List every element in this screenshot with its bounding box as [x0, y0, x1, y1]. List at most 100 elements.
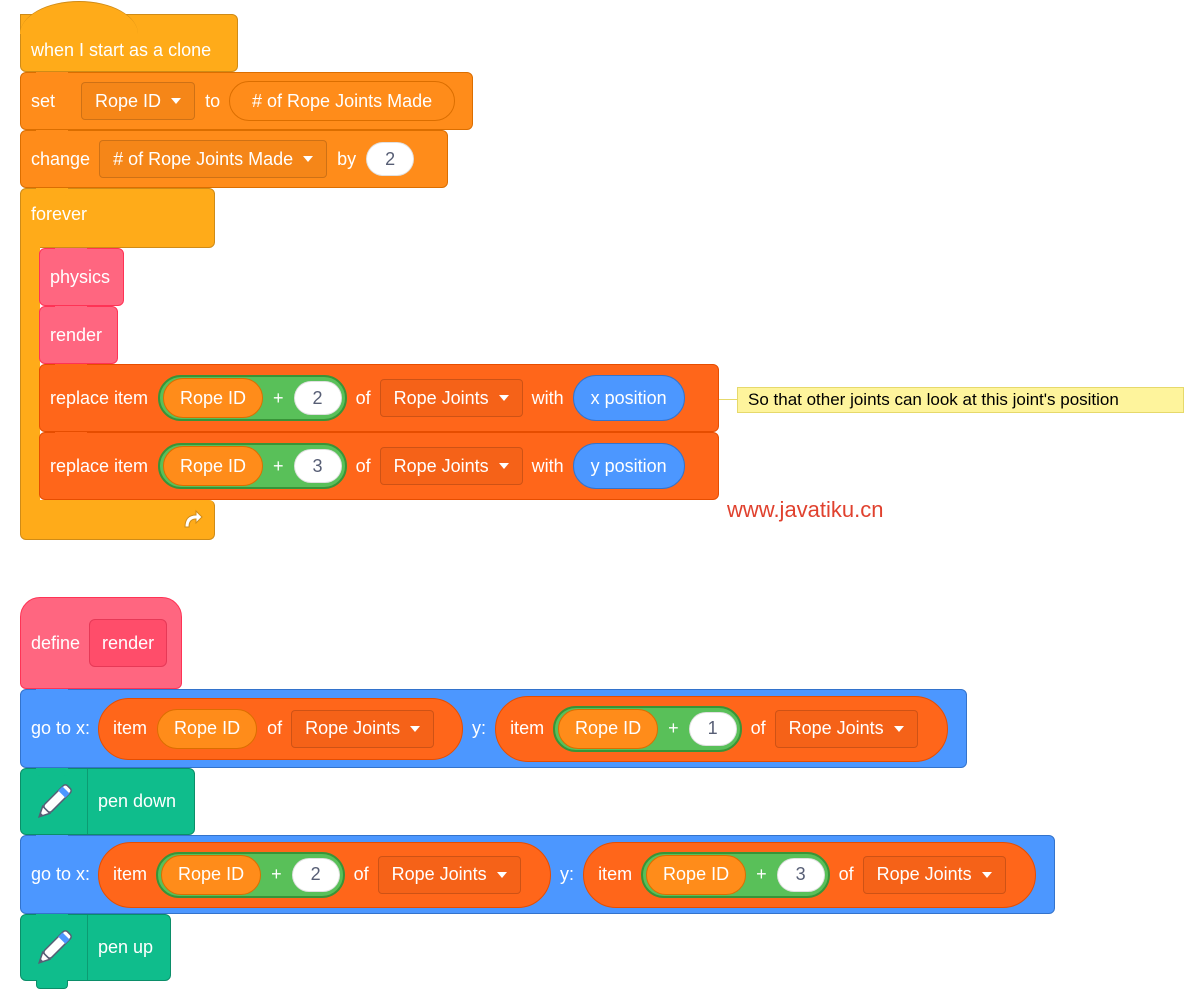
change-variable-block[interactable]: change # of Rope Joints Made by 2 [20, 130, 448, 188]
caret-down-icon [496, 871, 507, 878]
rope-id-reporter[interactable]: Rope ID [646, 854, 747, 895]
rope-id-reporter[interactable]: Rope ID [157, 708, 258, 749]
list-dropdown-label: Rope Joints [788, 718, 884, 738]
add-operator[interactable]: Rope ID + 2 [158, 375, 347, 421]
plus-label: + [273, 387, 284, 408]
item-of-list-reporter-y[interactable]: item Rope ID + 1 of Rope Joints [495, 695, 949, 762]
physics-label: physics [50, 266, 111, 287]
pen-up-block[interactable]: pen up [20, 914, 171, 989]
comment-text: So that other joints can look at this jo… [748, 390, 1119, 409]
item-label: item [598, 864, 633, 884]
go-to-xy-block-1[interactable]: go to x: item Rope ID of Rope Joints y: … [20, 689, 967, 768]
with-label: with [531, 387, 564, 408]
go-to-x-label: go to x: [31, 864, 91, 884]
list-dropdown-label: Rope Joints [393, 387, 489, 408]
comment-connector [719, 399, 737, 400]
operand-input[interactable]: 3 [776, 857, 825, 892]
with-label: with [531, 455, 564, 476]
reporter-label: Rope ID [663, 864, 730, 884]
of-label: of [353, 864, 369, 884]
reporter-label: # of Rope Joints Made [252, 90, 433, 111]
add-operator[interactable]: Rope ID + 1 [553, 705, 742, 752]
variable-dropdown-label: Rope ID [95, 90, 162, 111]
operand-input[interactable]: 3 [293, 449, 342, 483]
add-operator[interactable]: Rope ID + 3 [158, 443, 347, 489]
loop-arrow-icon [181, 508, 205, 535]
hat-label: when I start as a clone [31, 39, 212, 60]
forever-label: forever [31, 203, 88, 224]
rope-id-reporter[interactable]: Rope ID [163, 378, 264, 418]
caret-down-icon [981, 871, 992, 878]
block-comment[interactable]: So that other joints can look at this jo… [737, 387, 1184, 413]
set-label: set [31, 90, 56, 111]
item-label: item [510, 718, 545, 738]
pen-down-block[interactable]: pen down [20, 768, 195, 835]
item-of-list-reporter-x[interactable]: item Rope ID + 2 of Rope Joints [98, 841, 552, 908]
list-dropdown-label: Rope Joints [393, 455, 489, 476]
physics-call-block[interactable]: physics [39, 248, 124, 306]
list-dropdown[interactable]: Rope Joints [774, 709, 918, 748]
by-label: by [337, 148, 357, 169]
rope-id-reporter[interactable]: Rope ID [161, 854, 262, 895]
y-label: y: [560, 864, 575, 884]
procedure-prototype[interactable]: render [89, 619, 168, 667]
item-of-list-reporter-y[interactable]: item Rope ID + 3 of Rope Joints [583, 841, 1037, 908]
forever-spine [20, 246, 40, 502]
bottom-notch [36, 980, 68, 989]
add-operator[interactable]: Rope ID + 3 [641, 851, 830, 898]
operand-input[interactable]: 2 [293, 381, 342, 415]
list-dropdown-label: Rope Joints [391, 864, 487, 884]
reporter-label: Rope ID [180, 387, 247, 408]
list-dropdown-label: Rope Joints [305, 718, 401, 738]
watermark: www.javatiku.cn [727, 497, 884, 523]
item-label: item [113, 718, 148, 738]
list-dropdown[interactable]: Rope Joints [379, 447, 523, 485]
list-dropdown[interactable]: Rope Joints [377, 855, 521, 894]
procedure-name: render [102, 632, 155, 653]
list-dropdown[interactable]: Rope Joints [862, 855, 1006, 894]
replace-item-block-y[interactable]: replace item Rope ID + 3 of Rope Joints … [39, 432, 719, 500]
list-dropdown-label: Rope Joints [876, 864, 972, 884]
of-label: of [355, 455, 371, 476]
caret-down-icon [171, 98, 182, 104]
render-call-block[interactable]: render [39, 306, 118, 364]
caret-down-icon [410, 725, 421, 732]
y-position-reporter[interactable]: y position [572, 443, 685, 489]
forever-top-arm[interactable]: forever [20, 188, 215, 248]
reporter-label: x position [590, 387, 667, 408]
change-amount-input[interactable]: 2 [366, 142, 415, 176]
rope-joints-made-reporter[interactable]: # of Rope Joints Made [229, 81, 456, 121]
add-operator[interactable]: Rope ID + 2 [156, 851, 345, 898]
caret-down-icon [303, 156, 314, 162]
item-of-list-reporter-x[interactable]: item Rope ID of Rope Joints [98, 697, 464, 760]
caret-down-icon [498, 463, 509, 469]
pen-down-label: pen down [98, 791, 177, 811]
of-label: of [838, 864, 854, 884]
list-dropdown[interactable]: Rope Joints [291, 709, 435, 748]
list-dropdown[interactable]: Rope Joints [379, 379, 523, 417]
forever-bottom-arm[interactable] [20, 500, 215, 540]
operand-input[interactable]: 2 [291, 857, 340, 892]
variable-dropdown[interactable]: # of Rope Joints Made [99, 140, 328, 178]
x-position-reporter[interactable]: x position [572, 375, 685, 421]
watermark-text: www.javatiku.cn [727, 497, 884, 522]
change-label: change [31, 148, 91, 169]
rope-id-reporter[interactable]: Rope ID [558, 708, 659, 749]
set-variable-block[interactable]: set Rope ID to # of Rope Joints Made [20, 72, 473, 130]
y-label: y: [472, 718, 487, 738]
define-render-hat[interactable]: define render [20, 597, 182, 689]
pen-icon [31, 915, 88, 980]
replace-item-label: replace item [50, 455, 149, 476]
pen-icon [31, 769, 88, 834]
variable-dropdown[interactable]: Rope ID [81, 82, 196, 120]
operand-input[interactable]: 1 [688, 711, 737, 746]
pen-up-label: pen up [98, 937, 154, 957]
reporter-label: y position [590, 455, 667, 476]
of-label: of [355, 387, 371, 408]
reporter-label: Rope ID [174, 718, 241, 738]
replace-item-block-x[interactable]: replace item Rope ID + 2 of Rope Joints … [39, 364, 719, 432]
when-start-as-clone-hat[interactable]: when I start as a clone [20, 1, 238, 72]
go-to-x-label: go to x: [31, 718, 91, 738]
rope-id-reporter[interactable]: Rope ID [163, 446, 264, 486]
go-to-xy-block-2[interactable]: go to x: item Rope ID + 2 of Rope Joints… [20, 835, 1055, 914]
